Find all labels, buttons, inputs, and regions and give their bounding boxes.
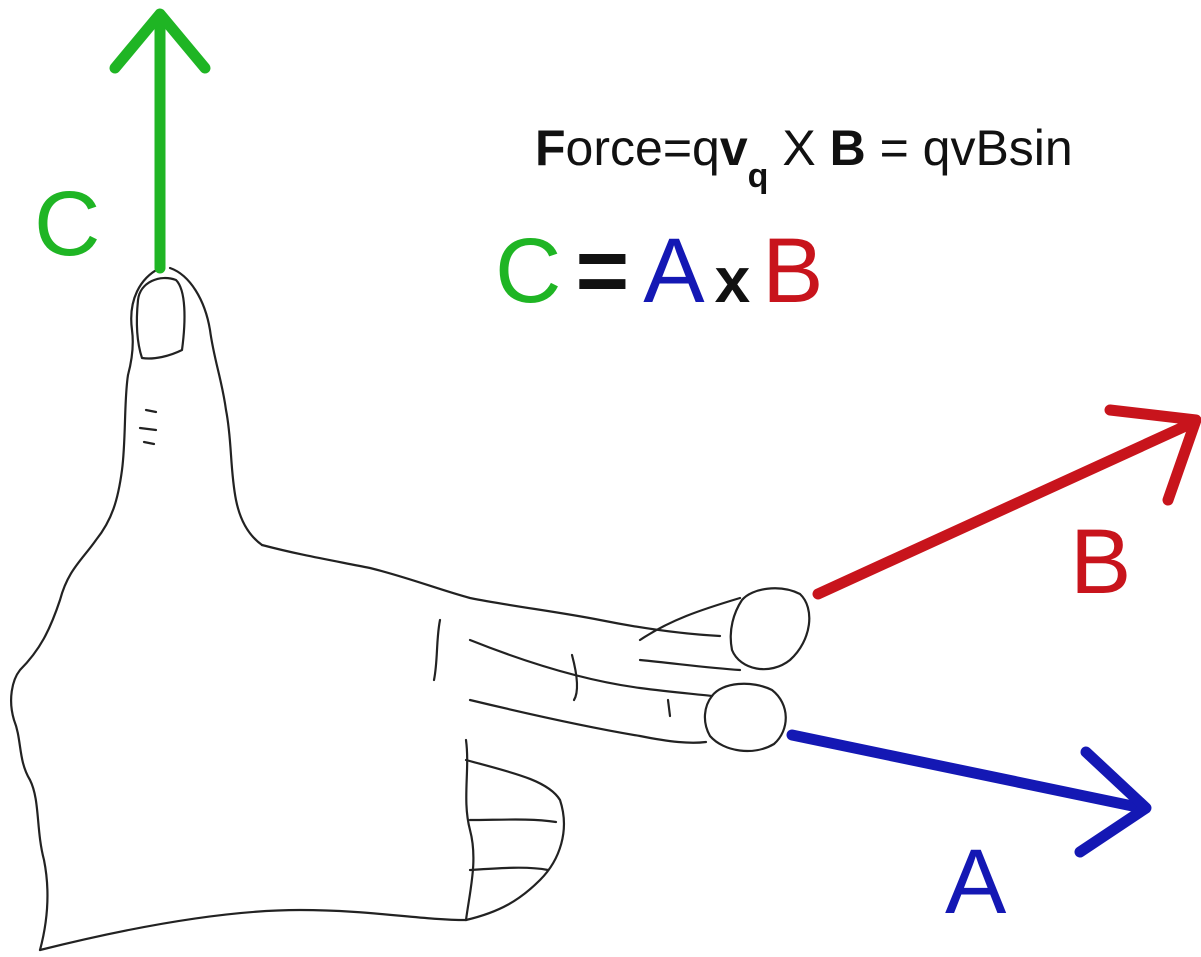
curled-fingers xyxy=(466,740,473,920)
thumb-crease-3 xyxy=(144,442,154,444)
equation-equals: = xyxy=(575,220,629,322)
index-finger-lower xyxy=(470,700,706,743)
knuckle-1 xyxy=(434,620,440,680)
vector-c-label: C xyxy=(34,173,100,275)
thumb-outline xyxy=(11,268,160,950)
vector-a-label: A xyxy=(945,831,1007,933)
equation-C: C xyxy=(495,220,561,322)
formula-subscript-q: q xyxy=(748,157,769,195)
knuckle-2 xyxy=(572,655,577,700)
force-formula: Force=qvq X B = qvBsin xyxy=(535,120,1073,195)
equation-B: B xyxy=(762,220,823,322)
curled-finger-line-2 xyxy=(470,868,548,870)
vector-b-label: B xyxy=(1070,511,1131,613)
formula-rest: = qvBsin xyxy=(866,120,1073,176)
equation-x: x xyxy=(715,244,751,316)
middle-finger-lower xyxy=(640,660,740,670)
formula-F: F xyxy=(535,120,566,176)
index-fingertip xyxy=(705,684,786,751)
vector-c-arrow xyxy=(115,14,205,268)
formula-v: v xyxy=(720,120,748,176)
knuckle-3 xyxy=(668,700,670,716)
curled-finger-line-1 xyxy=(470,820,556,823)
curled-fingers-front xyxy=(466,760,564,920)
thumbnail xyxy=(137,278,185,358)
palm-bottom xyxy=(40,910,466,950)
formula-B: B xyxy=(830,120,866,176)
hand-outline xyxy=(11,268,809,950)
hand-top xyxy=(262,545,720,636)
thumb-crease-1 xyxy=(146,410,156,412)
equation-A: A xyxy=(643,220,705,322)
middle-fingertip xyxy=(731,588,810,669)
thumb-crease-2 xyxy=(140,428,156,430)
vector-b-arrow xyxy=(818,410,1196,594)
formula-orce: orce=q xyxy=(566,120,720,176)
index-finger-upper xyxy=(470,640,712,696)
formula-cross: X xyxy=(768,120,829,176)
